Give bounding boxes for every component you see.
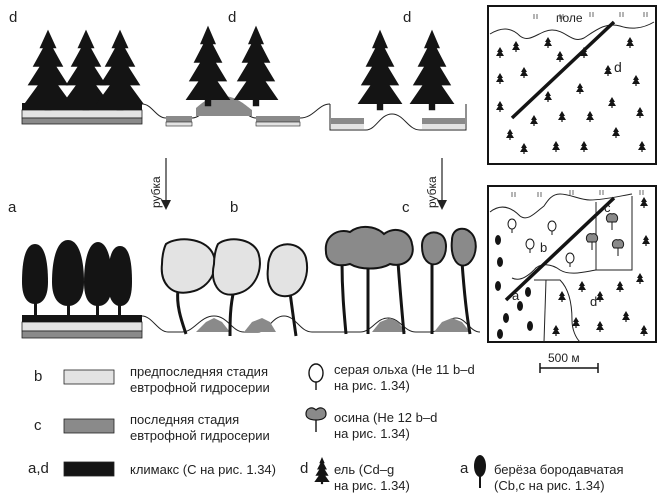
legend-text-b: предпоследняя стадия евтрофной гидросери…	[130, 364, 270, 396]
species-aspen-line2: на рис. 1.34)	[334, 426, 410, 441]
legend-swatch-mid	[63, 418, 115, 434]
map-bottom: a b c d	[487, 185, 657, 343]
spruce-tree	[24, 29, 144, 111]
legend-text-ad: климакс (С на рис. 1.34)	[130, 462, 276, 478]
legend-swatch-light	[63, 369, 115, 385]
species-birch-line2: (Cb,c на рис. 1.34)	[494, 478, 605, 493]
species-alder-text: серая ольха (Не 11 b–d на рис. 1.34)	[334, 362, 475, 394]
spruce-tree	[185, 25, 279, 107]
species-spruce-letter: d	[300, 460, 309, 477]
mid-label-b: b	[230, 199, 238, 216]
species-aspen-text: осина (Не 12 b–d на рис. 1.34)	[334, 410, 437, 442]
legend-text-c-line1: последняя стадия	[130, 412, 240, 427]
top-label-2: d	[228, 9, 236, 26]
cutting-label-2: рубка	[425, 176, 439, 208]
map-top: поле d	[487, 5, 657, 165]
top-label-3: d	[403, 9, 411, 26]
map-zone-b: b	[540, 240, 547, 255]
alder-icon	[308, 363, 324, 390]
legend-swatch-dark	[63, 461, 115, 477]
top-label-1: d	[9, 9, 17, 26]
top-panel-3	[329, 29, 467, 131]
mini-aspen-pattern	[585, 213, 625, 256]
mid-panel-b	[141, 238, 330, 337]
mini-alder-pattern	[507, 218, 575, 267]
top-panel-2	[141, 25, 331, 127]
aspen-tree	[324, 226, 477, 335]
map-top-zone-label: d	[614, 59, 622, 75]
top-panel-1	[21, 29, 144, 125]
species-alder-line2: на рис. 1.34)	[334, 378, 410, 393]
mid-label-c: c	[402, 199, 410, 216]
cutting-arrow-2	[437, 158, 447, 210]
mini-birch-pattern	[495, 235, 533, 339]
mid-label-a: a	[8, 199, 17, 216]
species-birch-text: берёза бородавчатая (Cb,c на рис. 1.34)	[494, 462, 624, 494]
field-hatch	[533, 12, 648, 19]
species-spruce-text: ель (Cd–g на рис. 1.34)	[334, 462, 410, 494]
cutting-arrow-1	[161, 158, 171, 210]
legend-letter-c: c	[34, 417, 42, 434]
legend-text-ad-line1: климакс (С на рис. 1.34)	[130, 462, 276, 477]
aspen-icon	[305, 407, 327, 432]
legend-text-b-line1: предпоследняя стадия	[130, 364, 268, 379]
map-zone-a: a	[512, 288, 520, 303]
scale-bar	[539, 363, 599, 373]
species-spruce-line2: на рис. 1.34)	[334, 478, 410, 493]
legend-letter-ad: a,d	[28, 460, 49, 477]
field-label: поле	[556, 11, 583, 25]
birch-tree	[22, 240, 132, 316]
scale-label: 500 м	[548, 351, 580, 365]
legend-letter-b: b	[34, 368, 43, 385]
species-birch-line1: берёза бородавчатая	[494, 462, 624, 477]
spruce-icon	[314, 457, 330, 485]
cutting-label-1: рубка	[149, 176, 163, 208]
legend-text-c: последняя стадия евтрофной гидросерии	[130, 412, 270, 444]
species-aspen-line1: осина (Не 12 b–d	[334, 410, 438, 425]
species-alder-line1: серая ольха (Не 11 b–d	[334, 362, 475, 377]
mid-panel-c	[324, 226, 481, 335]
field-hatch	[511, 190, 644, 197]
map-zone-c: c	[604, 200, 611, 215]
species-birch-letter: a	[460, 460, 469, 477]
species-spruce-line1: ель (Cd–g	[334, 462, 395, 477]
birch-icon	[474, 455, 486, 488]
alder-tree	[160, 238, 308, 337]
legend-text-c-line2: евтрофной гидросерии	[130, 428, 270, 443]
map-zone-d: d	[590, 294, 597, 309]
mid-panel-a	[21, 240, 143, 339]
spruce-tree	[357, 29, 455, 111]
legend-text-b-line2: евтрофной гидросерии	[130, 380, 270, 395]
